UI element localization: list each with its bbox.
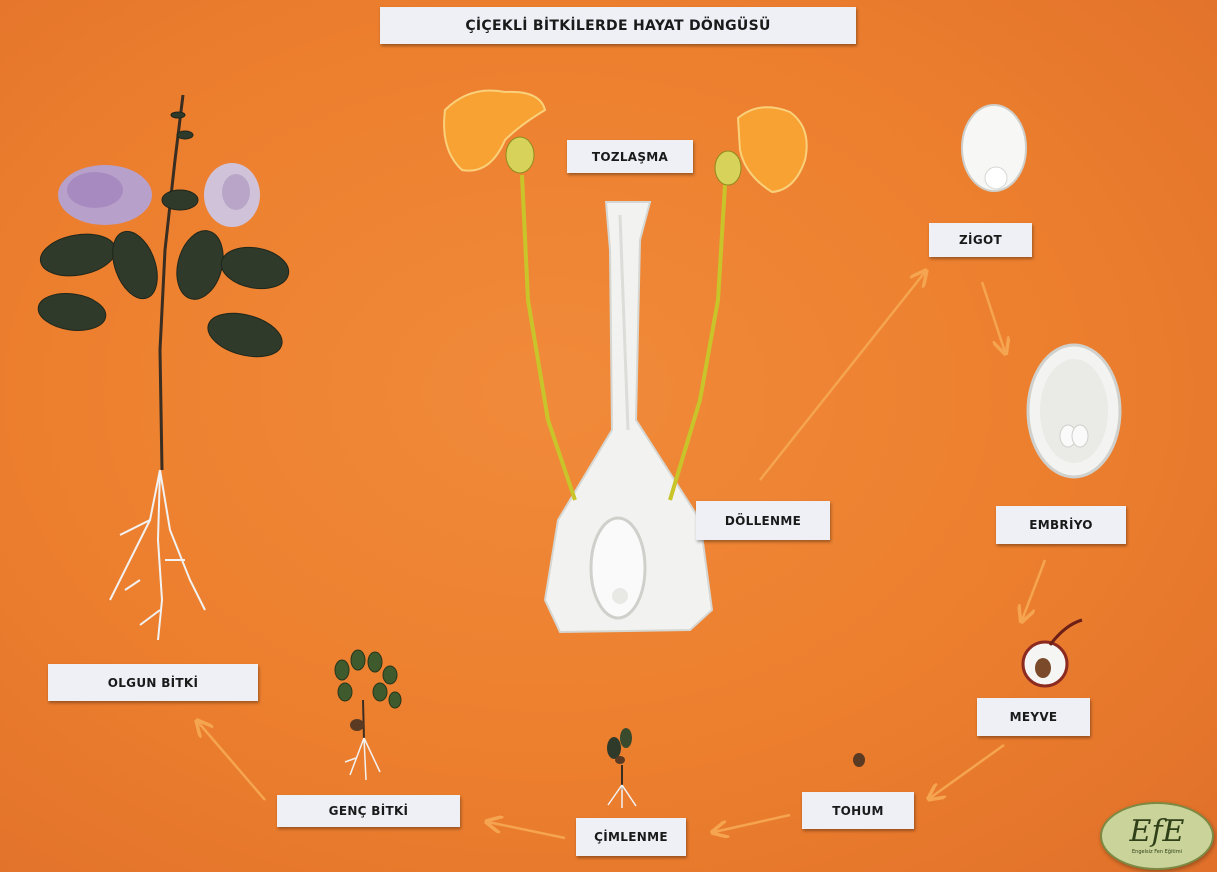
seedling <box>607 728 636 808</box>
pistil-model <box>545 202 712 632</box>
mature-plant-roots <box>110 470 205 640</box>
stage-label-zigot: ZİGOT <box>929 223 1032 257</box>
stage-label-genc-bitki: GENÇ BİTKİ <box>277 795 460 827</box>
logo-subtitle: Engelsiz Fen Eğitimi <box>1132 849 1182 855</box>
flower-petals <box>58 163 260 227</box>
anther-left <box>506 137 534 173</box>
seed <box>853 753 865 767</box>
efe-logo: EfE Engelsiz Fen Eğitimi <box>1100 802 1214 870</box>
fruit-model <box>1023 620 1082 686</box>
young-plant <box>335 650 401 780</box>
arrow-zigot-embriyo <box>982 282 1005 352</box>
mature-plant <box>36 95 292 640</box>
arrow-tohum-cimlenme <box>714 815 790 832</box>
stage-label-dollenme: DÖLLENME <box>696 501 830 540</box>
arrow-dollenme-zigot <box>760 272 925 480</box>
logo-mark: EfE <box>1130 817 1185 847</box>
arrow-genc-olgun <box>198 722 265 800</box>
arrow-cimlenme-genc <box>488 822 565 838</box>
diagram-title: ÇİÇEKLİ BİTKİLERDE HAYAT DÖNGÜSÜ <box>380 7 856 44</box>
arrow-meyve-tohum <box>930 745 1004 798</box>
stage-label-tozlasma: TOZLAŞMA <box>567 140 693 173</box>
arrow-embriyo-meyve <box>1022 560 1045 620</box>
stage-label-tohum: TOHUM <box>802 792 914 829</box>
stage-label-olgun-bitki: OLGUN BİTKİ <box>48 664 258 701</box>
anther-right <box>715 151 741 185</box>
stage-label-meyve: MEYVE <box>977 698 1090 736</box>
mature-plant-leaves <box>36 112 292 364</box>
zygote-model <box>962 105 1026 191</box>
embryo-model <box>1028 345 1120 477</box>
stage-label-embriyo: EMBRİYO <box>996 506 1126 544</box>
stage-label-cimlenme: ÇİMLENME <box>576 818 686 856</box>
